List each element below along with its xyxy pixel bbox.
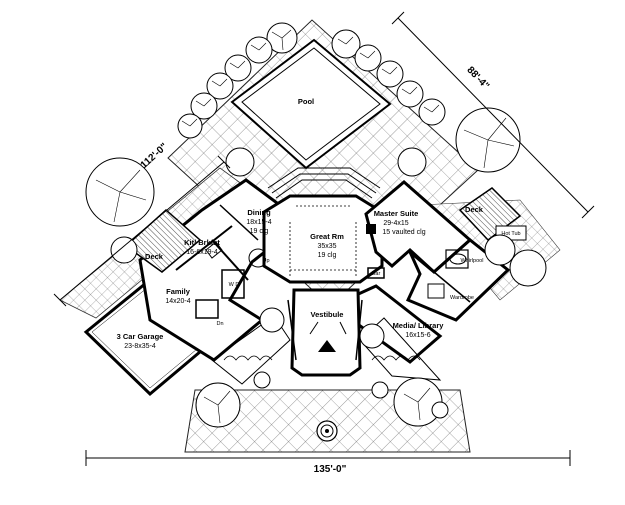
- tree: [371, 381, 389, 399]
- tree: [225, 147, 255, 177]
- dn-label: Dn: [216, 321, 223, 327]
- garage-size: 23-8x35-4: [124, 343, 156, 350]
- terrace-steps: [267, 167, 381, 199]
- tree: [177, 113, 203, 139]
- great-rm-note: 19 clg: [318, 252, 337, 259]
- kit-brkfst-label: Kit/ Brkfst: [184, 238, 220, 247]
- wardrobe-label: Wardrobe: [450, 295, 474, 301]
- tree: [206, 72, 234, 100]
- family-label: Family: [166, 287, 191, 296]
- tree: [455, 107, 521, 173]
- great-room: [262, 194, 384, 284]
- tree: [393, 377, 443, 427]
- dim-right-diag: 88'-4": [464, 65, 491, 92]
- right-wing: [364, 180, 511, 322]
- tree: [376, 60, 404, 88]
- up-label: Up: [262, 258, 269, 264]
- master-suite-note: 15 vaulted clg: [382, 229, 425, 236]
- tree: [259, 307, 285, 333]
- room-labels: Dining 18x15-4 19 clg Great Rm 35x35 19 …: [117, 205, 521, 350]
- tree: [396, 80, 424, 108]
- tree: [224, 54, 252, 82]
- tree: [331, 29, 361, 59]
- pool: Pool: [230, 38, 392, 170]
- dim-left-diag: 112'-0": [139, 141, 170, 171]
- whirlpool-label: Whirlpool: [461, 258, 484, 264]
- dining-size: 18x15-4: [246, 219, 271, 226]
- deck-left-label: Deck: [145, 252, 164, 261]
- pool-label: Pool: [298, 97, 314, 106]
- master-suite-size: 29-4x15: [383, 220, 408, 227]
- tree: [431, 401, 449, 419]
- family-size: 14x20-4: [165, 298, 190, 305]
- tree: [509, 249, 547, 287]
- tree: [266, 22, 298, 54]
- media-size: 16x15-6: [405, 332, 430, 339]
- tree: [245, 36, 273, 64]
- bar-label: Bar: [372, 271, 381, 277]
- vestibule-label: Vestibule: [311, 310, 344, 319]
- media-label: Media/ Library: [393, 321, 445, 330]
- tree: [359, 323, 385, 349]
- left-wing: [138, 178, 303, 362]
- vestibule-block: [287, 288, 363, 377]
- great-rm-size: 35x35: [317, 243, 336, 250]
- hot-tub-label: Hot Tub: [501, 231, 520, 237]
- dining-note: 19 clg: [250, 228, 269, 235]
- tree: [418, 98, 446, 126]
- tree: [484, 234, 516, 266]
- tree: [85, 157, 155, 227]
- dimension-lines: [53, 11, 595, 466]
- tree: [397, 147, 427, 177]
- dim-bottom: 135'-0": [314, 464, 347, 475]
- great-rm-label: Great Rm: [310, 232, 344, 241]
- tree: [195, 382, 241, 428]
- trees: [85, 22, 547, 428]
- master-suite-label: Master Suite: [374, 209, 419, 218]
- tree: [190, 92, 218, 120]
- front-planters: [211, 315, 442, 385]
- deck-right-label: Deck: [465, 205, 484, 214]
- wd-label: W D: [229, 282, 240, 288]
- kit-brkfst-size: 16-6x19-4: [186, 249, 218, 256]
- tree: [253, 371, 271, 389]
- tree: [354, 44, 382, 72]
- garage-label: 3 Car Garage: [117, 332, 164, 341]
- tree: [110, 236, 138, 264]
- fountain: [316, 420, 338, 442]
- dining-label: Dining: [247, 208, 271, 217]
